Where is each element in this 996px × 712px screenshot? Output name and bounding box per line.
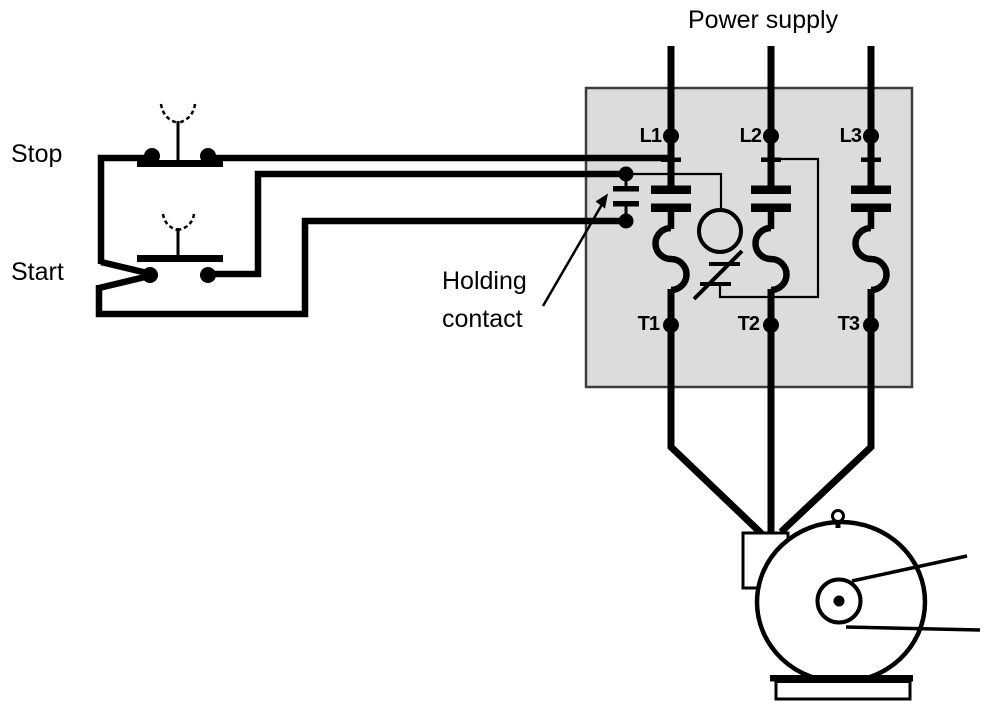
l2-contact-bar-top xyxy=(751,185,791,194)
contact-dot-right xyxy=(200,267,216,283)
control-wiring xyxy=(95,154,674,318)
power-supply-label: Power supply xyxy=(688,6,839,34)
belt-drive-icon xyxy=(851,554,968,583)
l3-terminal-dot xyxy=(863,128,879,144)
l2-junction-tick xyxy=(761,157,781,162)
spring-right xyxy=(177,103,197,125)
lifting-eye-stub xyxy=(835,520,841,528)
holding-contact-label-line2: contact xyxy=(442,305,523,333)
terminal-label-l3: L3 xyxy=(839,125,862,147)
start-to-coil-wire xyxy=(208,170,620,278)
spring-right xyxy=(177,213,196,232)
overload-heater-icon xyxy=(852,224,890,294)
t1-terminal-dot xyxy=(663,317,679,333)
start-pushbutton-no-icon xyxy=(137,213,223,283)
contact-bridge xyxy=(137,255,223,262)
l2-contact-bar-bottom xyxy=(751,203,791,212)
rail-to-start-diagonal xyxy=(100,258,148,277)
l1-contact-bar-top xyxy=(651,185,691,194)
coil-circuit-wire xyxy=(632,157,820,299)
contact-bridge xyxy=(137,160,223,167)
stop-left-rail xyxy=(97,154,152,264)
start-to-loop-diagonal xyxy=(98,273,146,292)
t3-terminal-dot xyxy=(863,317,879,333)
l2-terminal-dot xyxy=(763,128,779,144)
overload-heater-icon xyxy=(652,224,690,294)
overload-heater-icon xyxy=(752,224,790,294)
motor-base-plate xyxy=(770,675,913,682)
overload-trip-icon xyxy=(692,249,744,301)
stop-label: Stop xyxy=(11,140,63,168)
l3-contact-bar-bottom xyxy=(851,203,891,212)
l3-contact-bar-top xyxy=(851,185,891,194)
spring-left xyxy=(159,103,179,125)
spring-left xyxy=(161,213,179,232)
terminal-label-t3: T3 xyxy=(837,313,860,335)
motor-icon xyxy=(741,509,981,701)
t2-terminal-dot xyxy=(763,317,779,333)
contact-dot-left xyxy=(142,267,158,283)
terminal-label-t1: T1 xyxy=(637,313,660,335)
holding-return-wire xyxy=(95,217,620,318)
holding-top-dot xyxy=(618,166,634,182)
phase-l1 xyxy=(651,46,766,538)
lifting-eye-icon xyxy=(831,509,845,523)
contactor-coil-icon xyxy=(697,208,743,254)
holding-contact-label-line1: Holding xyxy=(442,267,527,295)
terminal-label-l1: L1 xyxy=(639,125,662,147)
l3-junction-tick xyxy=(861,157,881,162)
terminal-label-l2: L2 xyxy=(739,125,762,147)
contact-dot-left xyxy=(144,148,160,164)
motor-base xyxy=(774,680,912,701)
l1-contact-bar-bottom xyxy=(651,203,691,212)
phase-l2 xyxy=(751,46,791,535)
start-label: Start xyxy=(11,258,64,286)
phase-l3 xyxy=(778,46,891,535)
l1-terminal-dot xyxy=(663,128,679,144)
annotation-arrow-icon xyxy=(541,193,608,307)
belt-drive-icon xyxy=(845,625,981,632)
holding-bottom-dot xyxy=(618,213,634,229)
motor-shaft-dot xyxy=(833,595,845,607)
contact-dot-right xyxy=(200,148,216,164)
holding-contact-icon xyxy=(613,166,639,229)
stop-pushbutton-nc-icon xyxy=(137,103,223,167)
terminal-label-t2: T2 xyxy=(737,313,760,335)
